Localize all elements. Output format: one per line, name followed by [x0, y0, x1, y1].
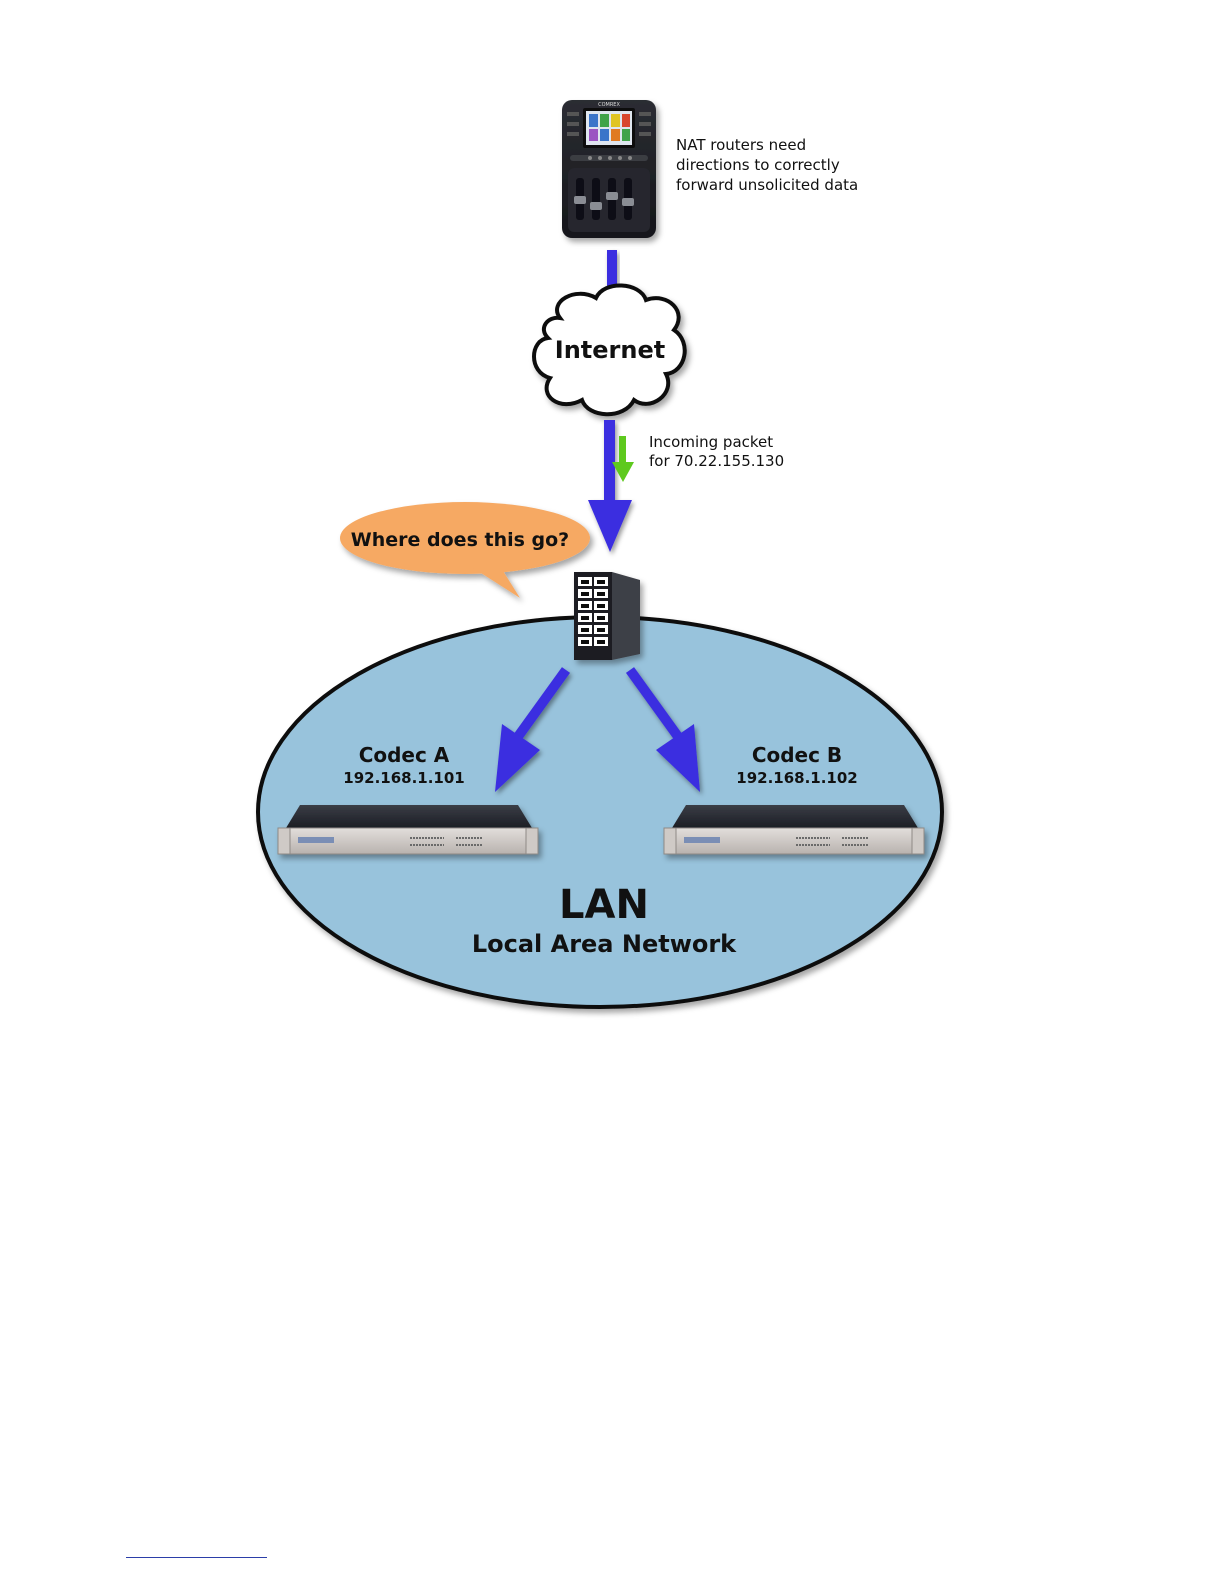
codec-a-ip: 192.168.1.101: [343, 769, 464, 787]
internet-label: Internet: [555, 336, 665, 364]
packet-arrow-icon: [612, 436, 634, 482]
nat-note-line-3: forward unsolicited data: [676, 176, 858, 194]
speech-bubble-label: Where does this go?: [351, 529, 569, 551]
nat-note: NAT routers need directions to correctly…: [676, 136, 858, 194]
codec-a-rack-icon: [278, 805, 538, 854]
lan-subtitle: Local Area Network: [472, 930, 737, 958]
nat-note-line-2: directions to correctly: [676, 156, 840, 174]
codec-b-ip: 192.168.1.102: [736, 769, 857, 787]
nat-note-line-1: NAT routers need: [676, 136, 806, 154]
packet-line-1: Incoming packet: [649, 433, 773, 451]
packet-line-2: for 70.22.155.130: [649, 452, 784, 470]
codec-b-name: Codec B: [752, 743, 842, 767]
svg-text:COMREX: COMREX: [598, 102, 620, 108]
nat-router-icon: [574, 572, 640, 660]
codec-a-name: Codec A: [359, 743, 450, 767]
lan-title: LAN: [559, 882, 649, 928]
codec-b-rack-icon: [664, 805, 924, 854]
footnote-separator: [126, 1557, 267, 1558]
remote-control-device-icon: COMREX: [562, 100, 656, 238]
